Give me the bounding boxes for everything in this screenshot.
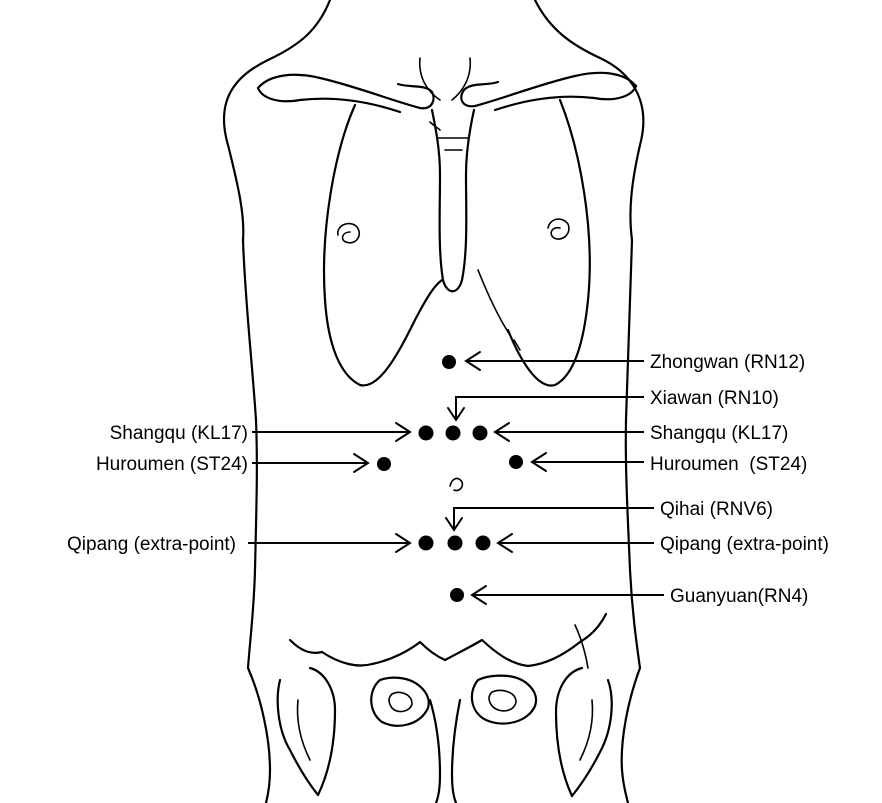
point-labels: Zhongwan (RN12) Xiawan (RN10) Shangqu (K… xyxy=(67,352,829,607)
label-qihai: Qihai (RNV6) xyxy=(660,499,773,520)
arrow-guanyuan xyxy=(472,586,664,604)
label-zhongwan: Zhongwan (RN12) xyxy=(650,352,805,373)
label-shangqu-left: Shangqu (KL17) xyxy=(110,423,248,444)
label-qipang-left: Qipang (extra-point) xyxy=(67,534,236,555)
point-qipang-right xyxy=(476,536,491,551)
arrow-qipang-right xyxy=(498,534,654,552)
arrow-shangqu-right xyxy=(495,423,644,441)
arrow-qipang-left xyxy=(248,534,410,552)
label-huroumen-left: Huroumen (ST24) xyxy=(96,454,248,475)
label-huroumen-right: Huroumen (ST24) xyxy=(650,454,807,475)
arrow-shangqu-left xyxy=(252,423,410,441)
arrow-qihai xyxy=(446,508,654,530)
point-huroumen-right xyxy=(509,455,523,469)
arrow-xiawan xyxy=(448,397,644,420)
label-xiawan: Xiawan (RN10) xyxy=(650,388,779,409)
point-zhongwan xyxy=(442,355,456,369)
torso-outline xyxy=(224,0,643,803)
label-qipang-right: Qipang (extra-point) xyxy=(660,534,829,555)
point-xiawan xyxy=(446,426,461,441)
arrow-huroumen-left xyxy=(252,454,368,472)
point-shangqu-right xyxy=(473,426,488,441)
point-huroumen-left xyxy=(377,457,391,471)
point-shangqu-left xyxy=(419,426,434,441)
point-guanyuan xyxy=(450,588,464,602)
point-qihai xyxy=(448,536,463,551)
label-shangqu-right: Shangqu (KL17) xyxy=(650,423,788,444)
acupoints xyxy=(377,355,523,602)
point-qipang-left xyxy=(419,536,434,551)
label-guanyuan: Guanyuan(RN4) xyxy=(670,586,808,607)
arrow-zhongwan xyxy=(466,352,644,370)
